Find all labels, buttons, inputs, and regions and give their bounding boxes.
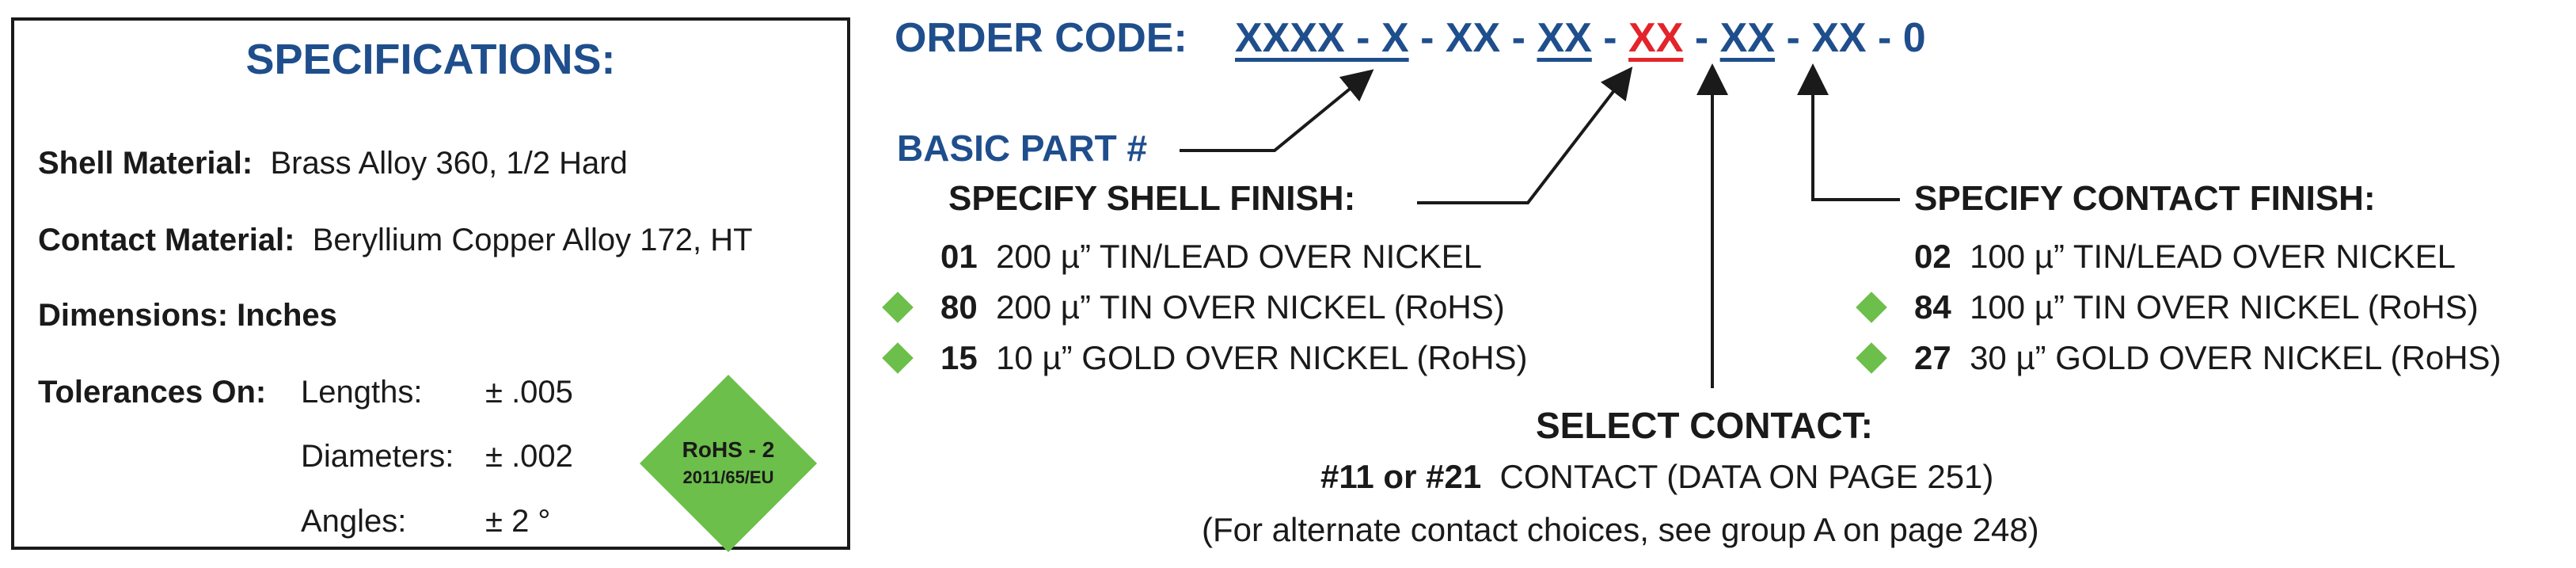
order-code-sep: - XX - [1408, 15, 1537, 61]
select-contact-title: SELECT CONTACT: [1536, 405, 1873, 446]
shell-finish-item: 01 200 µ” TIN/LEAD OVER NICKEL [887, 238, 1482, 276]
tolerance-diameters-name: Diameters: [301, 439, 454, 474]
contact-finish-arrow [1797, 63, 1900, 201]
tolerances-label: Tolerances On: [38, 375, 267, 410]
basic-part-arrow [1180, 69, 1374, 152]
finish-code: 84 [1914, 288, 1951, 326]
order-code-basic-part: XXXX - X [1235, 15, 1409, 61]
finish-desc: 10 µ” GOLD OVER NICKEL (RoHS) [996, 339, 1528, 376]
contact-finish-item: 02 100 µ” TIN/LEAD OVER NICKEL [1860, 238, 2456, 276]
finish-desc: 100 µ” TIN/LEAD OVER NICKEL [1970, 238, 2456, 275]
contact-desc: CONTACT (DATA ON PAGE 251) [1499, 458, 1994, 495]
rohs-badge-line2: 2011/65/EU [683, 467, 774, 487]
contact-finish-title: SPECIFY CONTACT FINISH: [1914, 179, 2376, 218]
order-code-sep: - [1683, 15, 1720, 61]
shell-material-row: Shell Material: Brass Alloy 360, 1/2 Har… [38, 146, 628, 181]
order-code-sep: - XX - 0 [1775, 15, 1926, 61]
contact-material-label: Contact Material: [38, 223, 295, 257]
finish-desc: 30 µ” GOLD OVER NICKEL (RoHS) [1970, 339, 2502, 376]
contact-code: #11 or #21 [1320, 458, 1482, 495]
select-contact-line: #11 or #21 CONTACT (DATA ON PAGE 251) [1320, 458, 1993, 496]
rohs-diamond-icon [882, 342, 914, 374]
dimensions-row: Dimensions: Inches [38, 298, 337, 333]
shell-finish-arrow [1417, 67, 1633, 204]
tolerance-lengths-value: ± .005 [485, 375, 573, 410]
shell-material-value: Brass Alloy 360, 1/2 Hard [270, 146, 628, 181]
basic-part-label: BASIC PART # [897, 128, 1148, 169]
order-code-contact-finish: XX [1719, 15, 1775, 61]
finish-code: 02 [1914, 238, 1951, 275]
tolerance-angles-value: ± 2 ° [485, 504, 551, 539]
finish-desc: 200 µ” TIN OVER NICKEL (RoHS) [996, 288, 1505, 326]
finish-code: 27 [1914, 339, 1951, 376]
contact-finish-item: 27 30 µ” GOLD OVER NICKEL (RoHS) [1856, 339, 2502, 377]
shell-finish-item: 15 10 µ” GOLD OVER NICKEL (RoHS) [882, 339, 1528, 377]
rohs-badge-line1: RoHS - 2 [682, 437, 775, 462]
finish-desc: 100 µ” TIN OVER NICKEL (RoHS) [1970, 288, 2479, 326]
shell-material-label: Shell Material: [38, 146, 253, 181]
rohs-badge: RoHS - 2 2011/65/EU [640, 375, 817, 552]
order-code-contact: XX [1628, 15, 1684, 61]
shell-finish-title: SPECIFY SHELL FINISH: [948, 179, 1356, 218]
tolerance-lengths-name: Lengths: [301, 375, 423, 410]
finish-code: 80 [940, 288, 978, 326]
order-code-string: XXXX - X - XX - XX - XX - XX - XX - 0 [1235, 14, 1926, 62]
rohs-diamond-icon [1856, 342, 1887, 374]
rohs-diamond-icon [1856, 292, 1887, 323]
finish-code: 01 [940, 238, 978, 275]
order-code-sep: - [1591, 15, 1629, 61]
finish-code: 15 [940, 339, 978, 376]
tolerance-diameters-value: ± .002 [485, 439, 573, 474]
select-contact-note: (For alternate contact choices, see grou… [1202, 511, 2039, 548]
contact-material-row: Contact Material: Beryllium Copper Alloy… [38, 223, 753, 258]
order-code-shell-finish: XX [1537, 15, 1592, 61]
specifications-title: SPECIFICATIONS: [245, 36, 616, 83]
rohs-diamond-icon [882, 292, 914, 323]
order-code-label: ORDER CODE: [895, 15, 1187, 61]
contact-finish-item: 84 100 µ” TIN OVER NICKEL (RoHS) [1856, 288, 2479, 326]
contact-material-value: Beryllium Copper Alloy 172, HT [312, 223, 753, 257]
specifications-panel: SPECIFICATIONS: Shell Material: Brass Al… [11, 17, 850, 550]
shell-finish-item: 80 200 µ” TIN OVER NICKEL (RoHS) [882, 288, 1505, 326]
finish-desc: 200 µ” TIN/LEAD OVER NICKEL [996, 238, 1483, 275]
tolerance-angles-name: Angles: [301, 504, 407, 539]
